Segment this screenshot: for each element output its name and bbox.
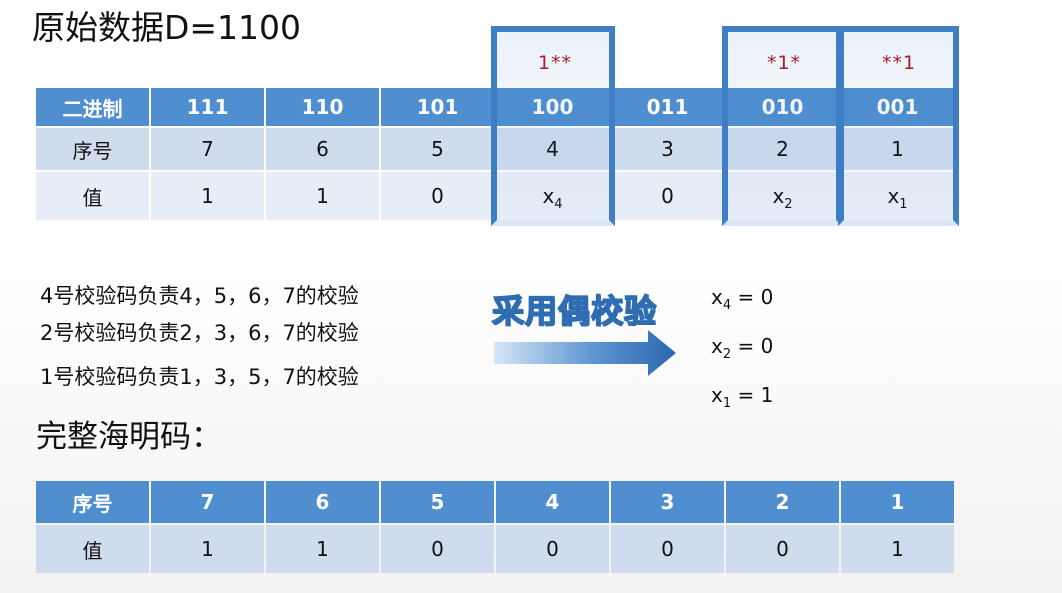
result-var: x [711,285,723,309]
value-cell: 1 [151,525,264,573]
result-subscript: 4 [722,298,732,313]
result-value: = 1 [731,383,774,407]
value-row: 值 1 1 0 0 0 0 1 [36,525,954,573]
value-cell-x4: x4 [496,172,609,220]
value-cell: 1 [266,172,379,220]
index-cell: 1 [841,481,954,523]
value-cell: 0 [381,525,494,573]
hamming-code-table: 序号 7 6 5 4 3 2 1 值 1 1 0 0 0 0 1 [34,479,956,575]
value-cell-x1: x1 [841,172,954,220]
index-cell: 3 [611,128,724,170]
result-var: x [711,334,723,358]
binary-cell: 010 [726,88,839,126]
parity-value-cell: 0 [726,525,839,573]
parity-value-cell: 0 [496,525,609,573]
binary-row-label: 二进制 [36,88,149,126]
index-row: 序号 7 6 5 4 3 2 1 [36,481,954,523]
binary-cell: 011 [611,88,724,126]
index-cell: 7 [151,481,264,523]
index-cell: 5 [381,128,494,170]
value-cell: 0 [611,172,724,220]
index-cell: 6 [266,481,379,523]
value-var: x [887,184,900,208]
value-cell: 1 [266,525,379,573]
index-cell: 3 [611,481,724,523]
result-subscript: 2 [722,347,732,362]
value-cell: 1 [151,172,264,220]
result-value: = 0 [731,334,774,358]
parity-label-1: **1 [881,52,917,74]
index-cell: 6 [266,128,379,170]
arrow-label: 采用偶校验 [491,291,658,331]
result-x2: x2 = 0 [711,331,773,361]
parity-label-2: *1* [766,52,802,74]
value-row: 值 1 1 0 x4 0 x2 x1 [36,172,954,220]
index-cell: 1 [841,128,954,170]
binary-row: 二进制 111 110 101 100 011 010 001 [36,88,954,126]
value-subscript: 1 [899,197,908,212]
value-row-label: 值 [36,172,149,220]
binary-cell: 101 [381,88,494,126]
index-cell: 4 [496,128,609,170]
value-cell: 0 [611,525,724,573]
description-line-1: 4号校验码负责4，5，6，7的校验 [40,284,359,308]
value-row-label: 值 [36,525,149,573]
index-cell: 2 [726,481,839,523]
index-cell: 5 [381,481,494,523]
description-line-3: 1号校验码负责1，3，5，7的校验 [40,365,359,389]
encoding-table: 二进制 111 110 101 100 011 010 001 序号 7 6 5… [34,86,956,222]
value-cell-x2: x2 [726,172,839,220]
index-cell: 4 [496,481,609,523]
value-subscript: 2 [784,197,793,212]
binary-cell: 110 [266,88,379,126]
index-row: 序号 7 6 5 4 3 2 1 [36,128,954,170]
binary-cell: 111 [151,88,264,126]
value-var: x [542,184,555,208]
index-cell: 2 [726,128,839,170]
value-var: x [772,184,785,208]
value-subscript: 4 [554,197,563,212]
index-row-label: 序号 [36,481,149,523]
result-x1: x1 = 1 [711,380,773,410]
result-value: = 0 [731,285,774,309]
parity-value-cell: 1 [841,525,954,573]
parity-label-4: 1** [537,52,573,74]
binary-cell: 001 [841,88,954,126]
index-cell: 7 [151,128,264,170]
result-x4: x4 = 0 [711,282,773,312]
description-line-2: 2号校验码负责2，3，6，7的校验 [40,321,359,345]
page-title: 原始数据D=1100 [32,8,302,47]
result-var: x [711,383,723,407]
binary-cell: 100 [496,88,609,126]
index-row-label: 序号 [36,128,149,170]
value-cell: 0 [381,172,494,220]
section-title: 完整海明码： [36,419,222,455]
result-subscript: 1 [722,396,732,411]
right-arrow-icon [494,330,676,376]
